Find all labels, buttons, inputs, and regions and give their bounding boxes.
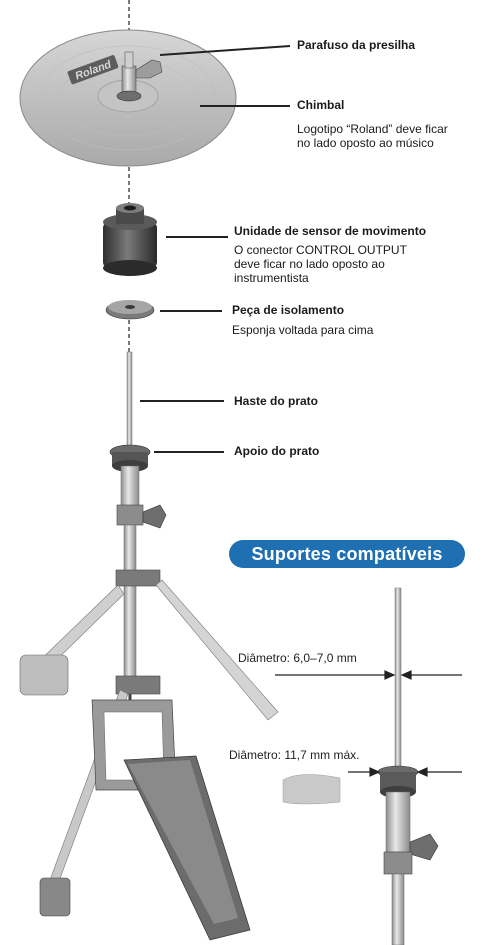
label-sensor: Unidade de sensor de movimento [234, 224, 427, 238]
compatible-stands-badge: Suportes compatíveis [229, 540, 465, 568]
isolator-piece [105, 300, 155, 320]
label-wing-screw: Parafuso da presilha [297, 38, 416, 52]
seat-diameter-arrows [348, 767, 462, 777]
note-isolator: Esponja voltada para cima [232, 323, 374, 337]
label-cymbal: Chimbal [297, 98, 345, 112]
label-seat: Apoio do prato [234, 444, 320, 458]
label-rod: Haste do prato [234, 394, 319, 408]
rod-diameter-arrows [275, 670, 462, 680]
note-sensor: O conector CONTROL OUTPUT deve ficar no … [234, 243, 407, 285]
motion-sensor-unit [103, 203, 157, 276]
cymbal-rod [126, 351, 133, 449]
leader-wing-screw [159, 45, 291, 56]
seat-diameter-text: Diâmetro: 11,7 mm máx. [229, 748, 360, 762]
label-isolator: Peça de isolamento [232, 303, 345, 317]
rod-diameter-text: Diâmetro: 6,0–7,0 mm [238, 651, 357, 665]
compatible-stand-detail [282, 587, 439, 945]
note-cymbal: Logotipo “Roland” deve ficar no lado opo… [297, 122, 448, 150]
hihat-stand [19, 465, 279, 941]
wing-screw [116, 51, 163, 102]
